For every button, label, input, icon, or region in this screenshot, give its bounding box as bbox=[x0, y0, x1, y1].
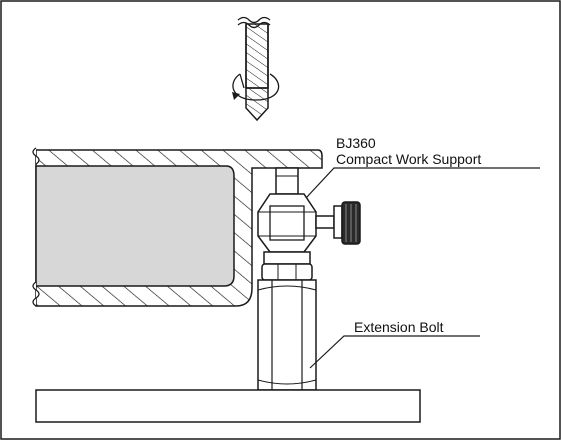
base-plate bbox=[35, 389, 421, 423]
label-model: BJ360 bbox=[336, 135, 376, 151]
label-extension-bolt: Extension Bolt bbox=[354, 319, 444, 335]
leader-extension-bolt bbox=[309, 335, 480, 369]
leader-work-support bbox=[305, 167, 540, 199]
adjustment-knob bbox=[315, 201, 361, 245]
workpiece bbox=[32, 147, 323, 307]
label-work-support: Compact Work Support bbox=[336, 151, 482, 167]
extension-bolt bbox=[257, 279, 317, 391]
rotation-arrow bbox=[232, 73, 280, 101]
work-support-body bbox=[257, 167, 317, 281]
drill-bit bbox=[237, 16, 271, 122]
